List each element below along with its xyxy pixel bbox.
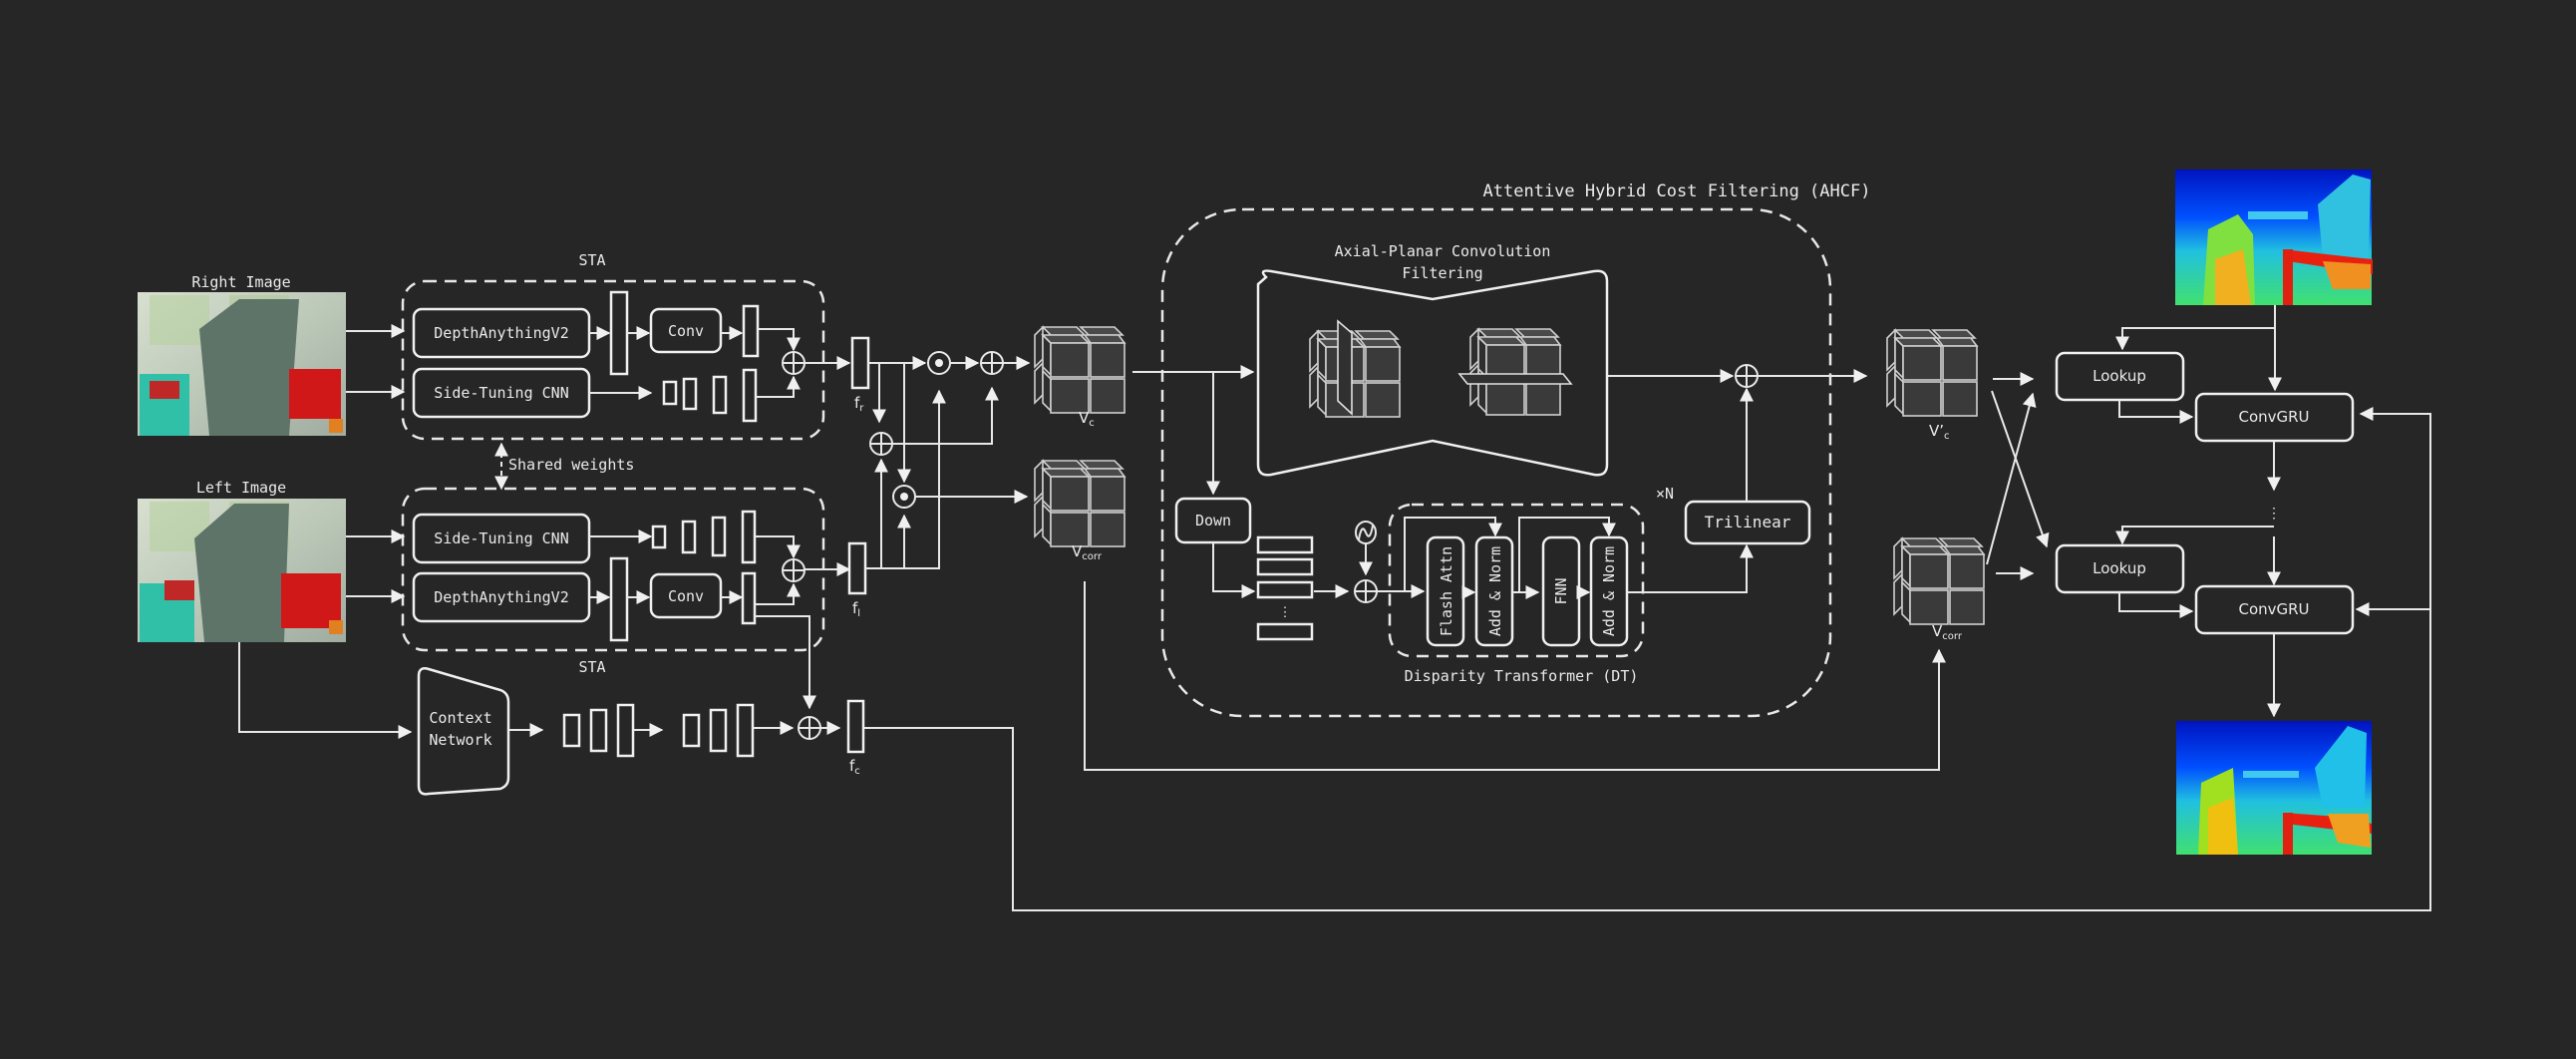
side-tuning-top-label: Side-Tuning CNN <box>434 384 568 402</box>
cost-volume-vc-icon <box>1034 326 1126 414</box>
vprime-c-label: V’c <box>1929 422 1950 442</box>
apcf-title-2: Filtering <box>1402 264 1482 282</box>
feature-bar-fr <box>850 336 870 390</box>
token-ellipsis: ⋮ <box>1279 605 1292 620</box>
add-icon <box>782 351 805 375</box>
feature-bar <box>741 571 757 625</box>
feature-bar <box>741 510 757 564</box>
feature-bar <box>711 516 727 557</box>
sta-top-label: STA <box>578 251 605 269</box>
trilinear-label: Trilinear <box>1705 513 1791 531</box>
fc-label: fc <box>849 757 860 777</box>
add-icon <box>782 558 805 582</box>
convgru-1-label: ConvGRU <box>2238 408 2309 426</box>
feature-bar <box>589 708 608 753</box>
apcf-title-1: Axial-Planar Convolution <box>1335 242 1551 260</box>
feature-bar <box>651 525 667 549</box>
feature-bar-fl <box>847 541 867 595</box>
add-icon <box>869 432 893 456</box>
depthanything-top-label: DepthAnythingV2 <box>434 324 568 342</box>
feature-bar <box>742 304 760 358</box>
vc-label: Vc <box>1079 409 1095 429</box>
right-image <box>138 292 346 436</box>
filtered-volume-vc-icon <box>1886 329 1978 417</box>
context-network-label-1: Context <box>429 709 491 727</box>
left-image-label: Left Image <box>196 479 286 497</box>
conv-top-box <box>649 307 723 354</box>
token-stack <box>1256 535 1314 641</box>
ahcf-container <box>1160 207 1832 718</box>
sta-top-container <box>401 279 825 441</box>
context-network-label-2: Network <box>429 731 491 749</box>
sta-bottom-label: STA <box>578 658 605 676</box>
cost-volume-vcorr-icon <box>1034 460 1126 547</box>
ahcf-title: Attentive Hybrid Cost Filtering (AHCF) <box>1483 181 1871 201</box>
dot-product-icon <box>892 485 916 509</box>
fnn-label: FNN <box>1552 577 1570 604</box>
side-tuning-bottom-label: Side-Tuning CNN <box>434 530 568 547</box>
feature-bar <box>682 377 698 411</box>
right-image-label: Right Image <box>191 273 290 291</box>
add-norm-2-label: Add & Norm <box>1600 546 1618 636</box>
iteration-ellipsis: ⋮ <box>2267 506 2281 522</box>
positional-encoding-icon <box>1355 521 1377 544</box>
feature-bar <box>609 290 629 376</box>
feature-bar <box>616 703 635 758</box>
fl-label: fl <box>852 599 860 619</box>
shared-weights-label: Shared weights <box>508 456 634 474</box>
add-icon <box>798 716 821 740</box>
add-icon <box>1735 364 1759 388</box>
side-tuning-bottom-box <box>412 513 591 564</box>
down-label: Down <box>1195 512 1231 530</box>
depthanything-bottom-label: DepthAnythingV2 <box>434 588 568 606</box>
lookup-1-label: Lookup <box>2093 367 2146 385</box>
context-network-box <box>417 667 510 796</box>
convgru-2-label: ConvGRU <box>2238 600 2309 618</box>
feature-bar <box>682 713 701 748</box>
fr-label: fr <box>854 394 864 414</box>
feature-bar <box>736 703 755 758</box>
planar-conv-cube-icon <box>1457 328 1573 416</box>
feature-bar <box>681 520 697 554</box>
feature-bar <box>712 375 728 415</box>
left-image <box>138 499 346 642</box>
feature-bar <box>709 708 728 753</box>
vcorr-label: Vcorr <box>1072 542 1103 562</box>
initial-disparity-map <box>2175 170 2373 305</box>
conv-bottom-box <box>649 572 723 619</box>
add-norm-1-label: Add & Norm <box>1486 546 1504 636</box>
axial-planar-conv-box <box>1256 269 1609 477</box>
corr-volume-icon <box>1893 537 1985 625</box>
repeat-label: ×N <box>1656 485 1674 503</box>
disparity-transformer-container <box>1388 503 1645 658</box>
feature-bar <box>609 556 629 642</box>
feature-bar <box>742 368 758 423</box>
final-disparity-map <box>2176 721 2372 855</box>
add-icon <box>980 351 1004 375</box>
flash-attn-label: Flash Attn <box>1438 546 1455 636</box>
conv-bottom-label: Conv <box>668 587 704 605</box>
dot-product-icon <box>927 351 951 375</box>
add-icon <box>1354 579 1378 603</box>
conv-top-label: Conv <box>668 322 704 340</box>
lookup-2-label: Lookup <box>2093 559 2146 577</box>
feature-bar-fc <box>846 699 865 754</box>
feature-bar <box>662 380 678 406</box>
dt-title: Disparity Transformer (DT) <box>1405 667 1639 685</box>
vcorr2-label: Vcorr <box>1932 622 1963 642</box>
axial-conv-cube-icon <box>1309 319 1401 418</box>
feature-bar <box>562 713 581 748</box>
